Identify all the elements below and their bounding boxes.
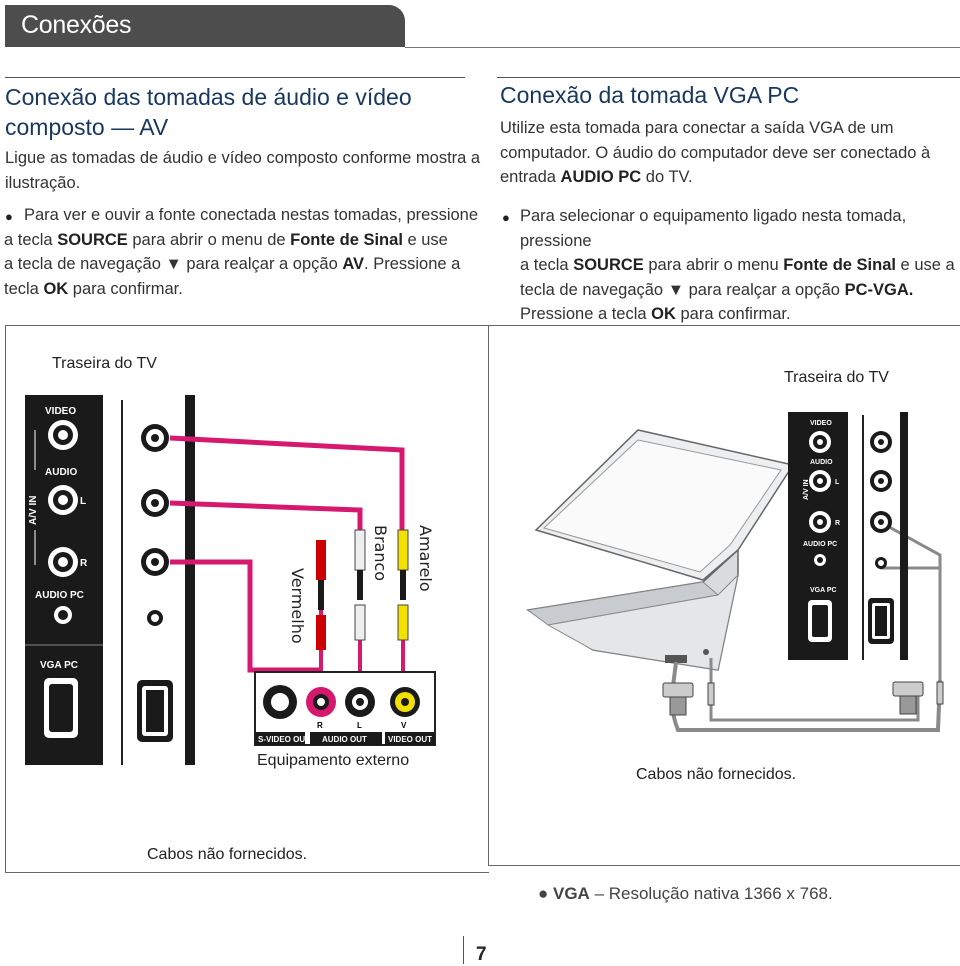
- left-intro: Ligue as tomadas de áudio e vídeo compos…: [5, 146, 480, 195]
- header-rule: [405, 47, 960, 48]
- laptop-audio-plug: [707, 682, 715, 706]
- vga-pc-label: VGA PC: [40, 660, 78, 671]
- left-heading-line1: Conexão das tomadas de áudio e vídeo: [5, 84, 412, 110]
- right-intro-line1: Utilize esta tomada para conectar a saíd…: [500, 119, 894, 137]
- cable-red-path: [170, 559, 320, 673]
- note-vga: VGA: [553, 884, 590, 903]
- cable-yellow-path: [169, 435, 405, 530]
- tv-audio-plug: [936, 681, 944, 705]
- audio-label: AUDIO: [45, 467, 77, 478]
- right-diagram: VIDEO AUDIO L A/V IN R AUDIO PC VGA PC: [525, 412, 944, 732]
- note-resolution: – Resolução nativa 1366 x 768.: [589, 884, 833, 903]
- left-diagram-frame: [5, 325, 489, 873]
- video-out-label: VIDEO OUT: [388, 735, 432, 744]
- r-avin-label: A/V IN: [803, 479, 810, 500]
- external-equipment-label: Equipamento externo: [257, 752, 410, 769]
- left-cables-note: Cabos não fornecidos.: [147, 846, 308, 863]
- r-vga-pc-label: VGA PC: [810, 587, 837, 594]
- left-tv-back-label: Traseira do TV: [52, 355, 157, 372]
- white-plug-bottom: [354, 604, 366, 641]
- audio-r-label: R: [80, 558, 88, 569]
- video-label: VIDEO: [45, 406, 76, 417]
- yellow-plug-top: [397, 529, 409, 571]
- red-plug-top: [316, 540, 326, 580]
- center-divider: [488, 325, 489, 865]
- right-bullet-dot: ●: [502, 210, 510, 225]
- right-heading: Conexão da tomada VGA PC: [500, 82, 800, 108]
- svideo-out-label: S-VIDEO OUT: [258, 735, 310, 744]
- laptop-vga-plug: [662, 682, 694, 698]
- left-bullet-line4: tecla OK para confirmar.: [4, 279, 183, 298]
- right-rule: [497, 77, 960, 78]
- left-intro-line2: ilustração.: [5, 173, 81, 192]
- tv-vga-plug: [892, 681, 924, 697]
- right-cables-note: Cabos não fornecidos.: [636, 766, 797, 783]
- white-plug-top: [354, 529, 366, 571]
- avin-label: A/V IN: [28, 496, 39, 525]
- left-heading-line2: composto — AV: [5, 114, 169, 140]
- yellow-plug-bottom: [397, 604, 409, 641]
- left-bullet-line2: a tecla SOURCE para abrir o menu de Font…: [4, 230, 448, 249]
- left-bullet-dot: ●: [5, 209, 13, 224]
- right-diagram-top-rule: [488, 325, 960, 326]
- vermelho-label: Vermelho: [288, 568, 307, 644]
- right-intro: Utilize esta tomada para conectar a saíd…: [500, 116, 930, 190]
- r-audio-pc-label: AUDIO PC: [803, 541, 837, 548]
- r-video-label: VIDEO: [810, 420, 832, 427]
- jack-v-label: V: [401, 721, 407, 730]
- note-bullet: ●: [538, 884, 553, 903]
- audio-cable-path: [709, 658, 920, 722]
- r-l-label: L: [835, 479, 840, 486]
- page-number-rule: [463, 936, 464, 964]
- cable-white-path: [169, 500, 363, 530]
- left-bullet-line3: a tecla de navegação ▼ para realçar a op…: [4, 255, 461, 273]
- right-bullet-line1: Para selecionar o equipamento ligado nes…: [520, 207, 907, 250]
- jack-r-label: R: [317, 721, 323, 730]
- left-heading: Conexão das tomadas de áudio e vídeo com…: [5, 82, 412, 142]
- right-bullet-text: Para selecionar o equipamento ligado nes…: [520, 204, 960, 327]
- branco-label: Branco: [371, 525, 390, 581]
- r-audio-label: AUDIO: [810, 459, 833, 466]
- audio-out-label: AUDIO OUT: [322, 735, 367, 744]
- audio-l-label: L: [80, 496, 86, 507]
- jack-l-label: L: [357, 721, 362, 730]
- left-rule: [5, 77, 465, 78]
- right-diagram-bottom-rule: [488, 865, 960, 866]
- right-intro-line2: computador. O áudio do computador deve s…: [500, 143, 931, 162]
- left-bullet-line1: Para ver e ouvir a fonte conectada nesta…: [24, 206, 479, 224]
- red-plug-bottom: [316, 615, 326, 650]
- right-tv-back-label: Traseira do TV: [784, 369, 889, 386]
- left-diagram: VIDEO AUDIO L A/V IN R AUDIO PC VGA PC V…: [25, 395, 436, 765]
- right-bullet-line3: tecla de navegação ▼ para realçar a opçã…: [520, 280, 914, 299]
- page-number: 7: [476, 944, 487, 965]
- right-intro-line3: entrada AUDIO PC do TV.: [500, 168, 693, 186]
- r-r-label: R: [835, 520, 840, 527]
- left-bullet-text: Para ver e ouvir a fonte conectada nesta…: [4, 203, 479, 301]
- vga-resolution-note: ● VGA – Resolução nativa 1366 x 768.: [538, 884, 833, 904]
- right-bullet-line2: a tecla SOURCE para abrir o menu Fonte d…: [520, 256, 955, 274]
- section-title: Conexões: [21, 11, 132, 39]
- left-intro-line1: Ligue as tomadas de áudio e vídeo compos…: [5, 149, 481, 167]
- amarelo-label: Amarelo: [416, 525, 435, 592]
- audio-pc-label: AUDIO PC: [35, 590, 84, 601]
- right-bullet-line4: Pressione a tecla OK para confirmar.: [520, 305, 791, 323]
- section-header: Conexões: [5, 5, 405, 47]
